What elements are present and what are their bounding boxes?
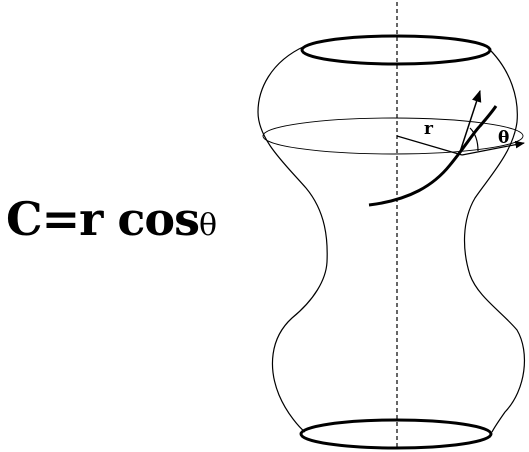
tangent-arrow [459,89,482,153]
right-profile-curve [463,45,526,433]
clairaut-formula: C=r cosθ [6,196,217,243]
left-profile-curve [257,45,328,433]
geodesic-curve [368,105,498,207]
parallel-circle [262,117,524,155]
top-rim-ellipse [300,34,492,66]
angle-label: θ [498,128,509,148]
parallel-tangent-arrow [461,140,525,156]
angle-arc [469,127,479,152]
radius-line [396,135,463,156]
formula-main: C=r cos [6,192,200,246]
bottom-rim-ellipse [299,418,493,450]
formula-theta: θ [199,208,217,243]
radius-label: r [424,119,434,139]
